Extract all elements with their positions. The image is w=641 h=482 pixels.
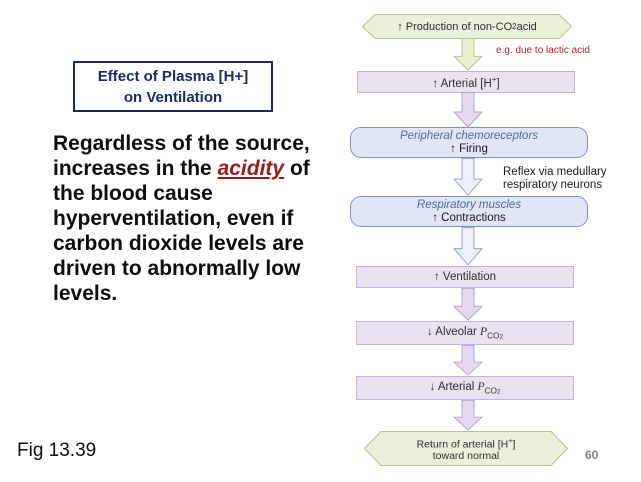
node-return-line2: toward normal — [432, 450, 500, 463]
node-respiratory-line1: Respiratory muscles — [416, 199, 522, 211]
node-ventilation: ↑ Ventilation — [356, 266, 574, 288]
arrow-arterial-to-peripheral — [452, 92, 484, 128]
node-arterial-h: ↑ Arterial [H+] — [357, 71, 575, 93]
arrow-production-to-arterial — [452, 38, 484, 71]
reflex-note: Reflex via medullary respiratory neurons — [503, 166, 607, 192]
slide-title-box: Effect of Plasma [H+] on Ventilation — [73, 61, 273, 112]
slide-title-line2: on Ventilation — [123, 89, 223, 106]
arrow-alveolar-to-arterial-pco2 — [452, 345, 484, 376]
reflex-note-line1: Reflex via medullary — [503, 166, 607, 178]
node-return-normal: Return of arterial [H+] toward normal — [364, 431, 568, 466]
node-respiratory-muscles: Respiratory muscles ↑ Contractions — [350, 196, 588, 227]
hexagon-shape — [364, 431, 568, 466]
arrow-respiratory-to-ventilation — [452, 227, 484, 266]
figure-label: Fig 13.39 — [17, 440, 97, 461]
node-alveolar-pco2-label: ↓ Alveolar PCO2 — [426, 325, 503, 341]
node-return-normal-label: Return of arterial [H+] toward normal — [364, 431, 568, 466]
node-arterial-h-label: ↑ Arterial [H+] — [432, 74, 500, 90]
arrow-arterial-pco2-to-return — [452, 400, 484, 431]
node-peripheral-chemoreceptors: Peripheral chemoreceptors ↑ Firing — [350, 127, 588, 158]
hexagon-shape — [362, 14, 572, 39]
node-peripheral-line1: Peripheral chemoreceptors — [399, 130, 539, 142]
page-number: 60 — [585, 448, 599, 462]
node-arterial-pco2-label: ↓ Arterial PCO2 — [429, 380, 501, 396]
node-ventilation-label: ↑ Ventilation — [433, 271, 496, 283]
lactic-acid-note: e.g. due to lactic acid — [496, 45, 590, 56]
arrow-ventilation-to-alveolar — [452, 288, 484, 321]
arrow-peripheral-to-respiratory — [452, 158, 484, 196]
node-arterial-pco2: ↓ Arterial PCO2 — [356, 376, 574, 400]
node-respiratory-line2: ↑ Contractions — [432, 212, 506, 224]
node-return-line1: Return of arterial [H+] — [416, 435, 516, 451]
slide-title-line1: Effect of Plasma [H+] — [97, 68, 249, 85]
reflex-note-line2: respiratory neurons — [503, 179, 603, 191]
node-peripheral-line2: ↑ Firing — [450, 143, 488, 155]
node-alveolar-pco2: ↓ Alveolar PCO2 — [356, 321, 574, 345]
body-paragraph: Regardless of the source, increases in t… — [53, 132, 310, 305]
